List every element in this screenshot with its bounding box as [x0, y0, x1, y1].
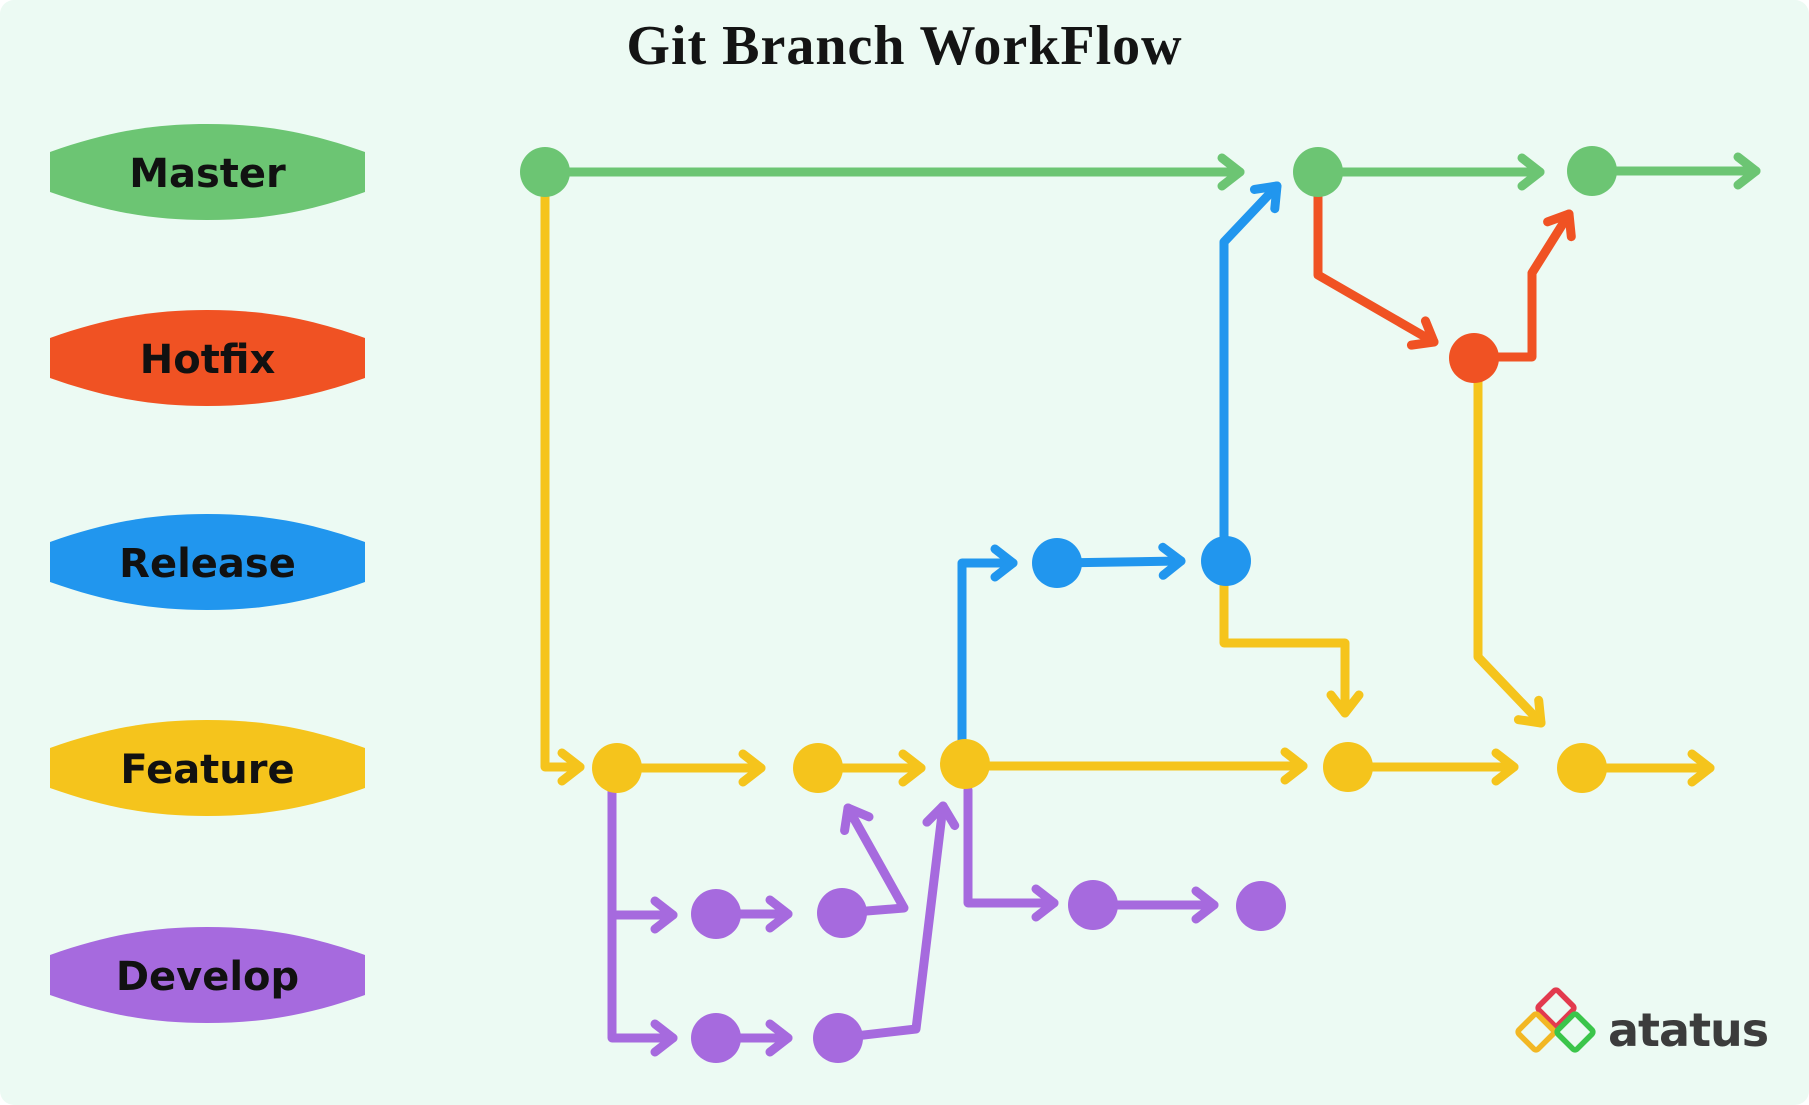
commit-node-develop: [1236, 881, 1286, 931]
commit-node-master: [1293, 147, 1343, 197]
branch-badge-shape: [50, 927, 365, 1023]
branch-badge-shape: [50, 720, 365, 816]
flow-edge-hotfix: [1487, 209, 1576, 362]
branch-badge-label: Hotfix: [140, 337, 276, 383]
commit-node-master: [1567, 146, 1617, 196]
branch-badge-feature: Feature: [50, 720, 365, 816]
flow-edge-release: [957, 544, 1018, 747]
branch-badge-label: Feature: [120, 747, 294, 793]
branch-badge-label: Develop: [116, 954, 299, 1000]
commit-node-release: [1201, 536, 1251, 586]
flow-edge-feature: [1219, 575, 1364, 718]
commit-node-hotfix: [1449, 333, 1499, 383]
logo-diamond-icon: [1515, 1011, 1557, 1053]
atatus-logo: atatus: [1515, 987, 1769, 1057]
flow-edge-develop: [963, 785, 1059, 922]
commit-node-feature: [1557, 743, 1607, 793]
flow-edge-feature: [1473, 373, 1546, 728]
branch-badge-label: Release: [119, 541, 296, 587]
branch-badge-develop: Develop: [50, 927, 365, 1023]
branch-badge-master: Master: [50, 124, 365, 220]
commit-node-develop: [817, 888, 867, 938]
commit-node-develop: [691, 1013, 741, 1063]
logo-diamond-icon: [1554, 1011, 1596, 1053]
flow-edge-feature: [540, 175, 585, 786]
branch-badge-release: Release: [50, 514, 365, 610]
logo-text: atatus: [1608, 1003, 1768, 1057]
commit-node-master: [520, 147, 570, 197]
flow-edge-develop: [607, 783, 678, 1057]
commit-node-develop: [691, 889, 741, 939]
branch-badge-label: Master: [129, 151, 286, 197]
commit-node-release: [1032, 538, 1082, 588]
diagram-title: Git Branch WorkFlow: [626, 15, 1183, 77]
flow-edge-hotfix: [1313, 189, 1439, 350]
flow-edge-develop: [833, 801, 960, 1043]
branch-badge-shape: [50, 514, 365, 610]
commit-node-develop: [1068, 880, 1118, 930]
commit-node-feature: [793, 743, 843, 793]
commit-node-develop: [813, 1013, 863, 1063]
logo-diamond-icon: [1535, 987, 1577, 1029]
commit-node-feature: [1323, 742, 1373, 792]
branch-badge-hotfix: Hotfix: [50, 310, 365, 406]
branch-badge-shape: [50, 124, 365, 220]
branch-badge-shape: [50, 310, 365, 406]
commit-node-feature: [592, 743, 642, 793]
flow-edge-release: [1219, 181, 1282, 547]
commit-node-feature: [940, 739, 990, 789]
